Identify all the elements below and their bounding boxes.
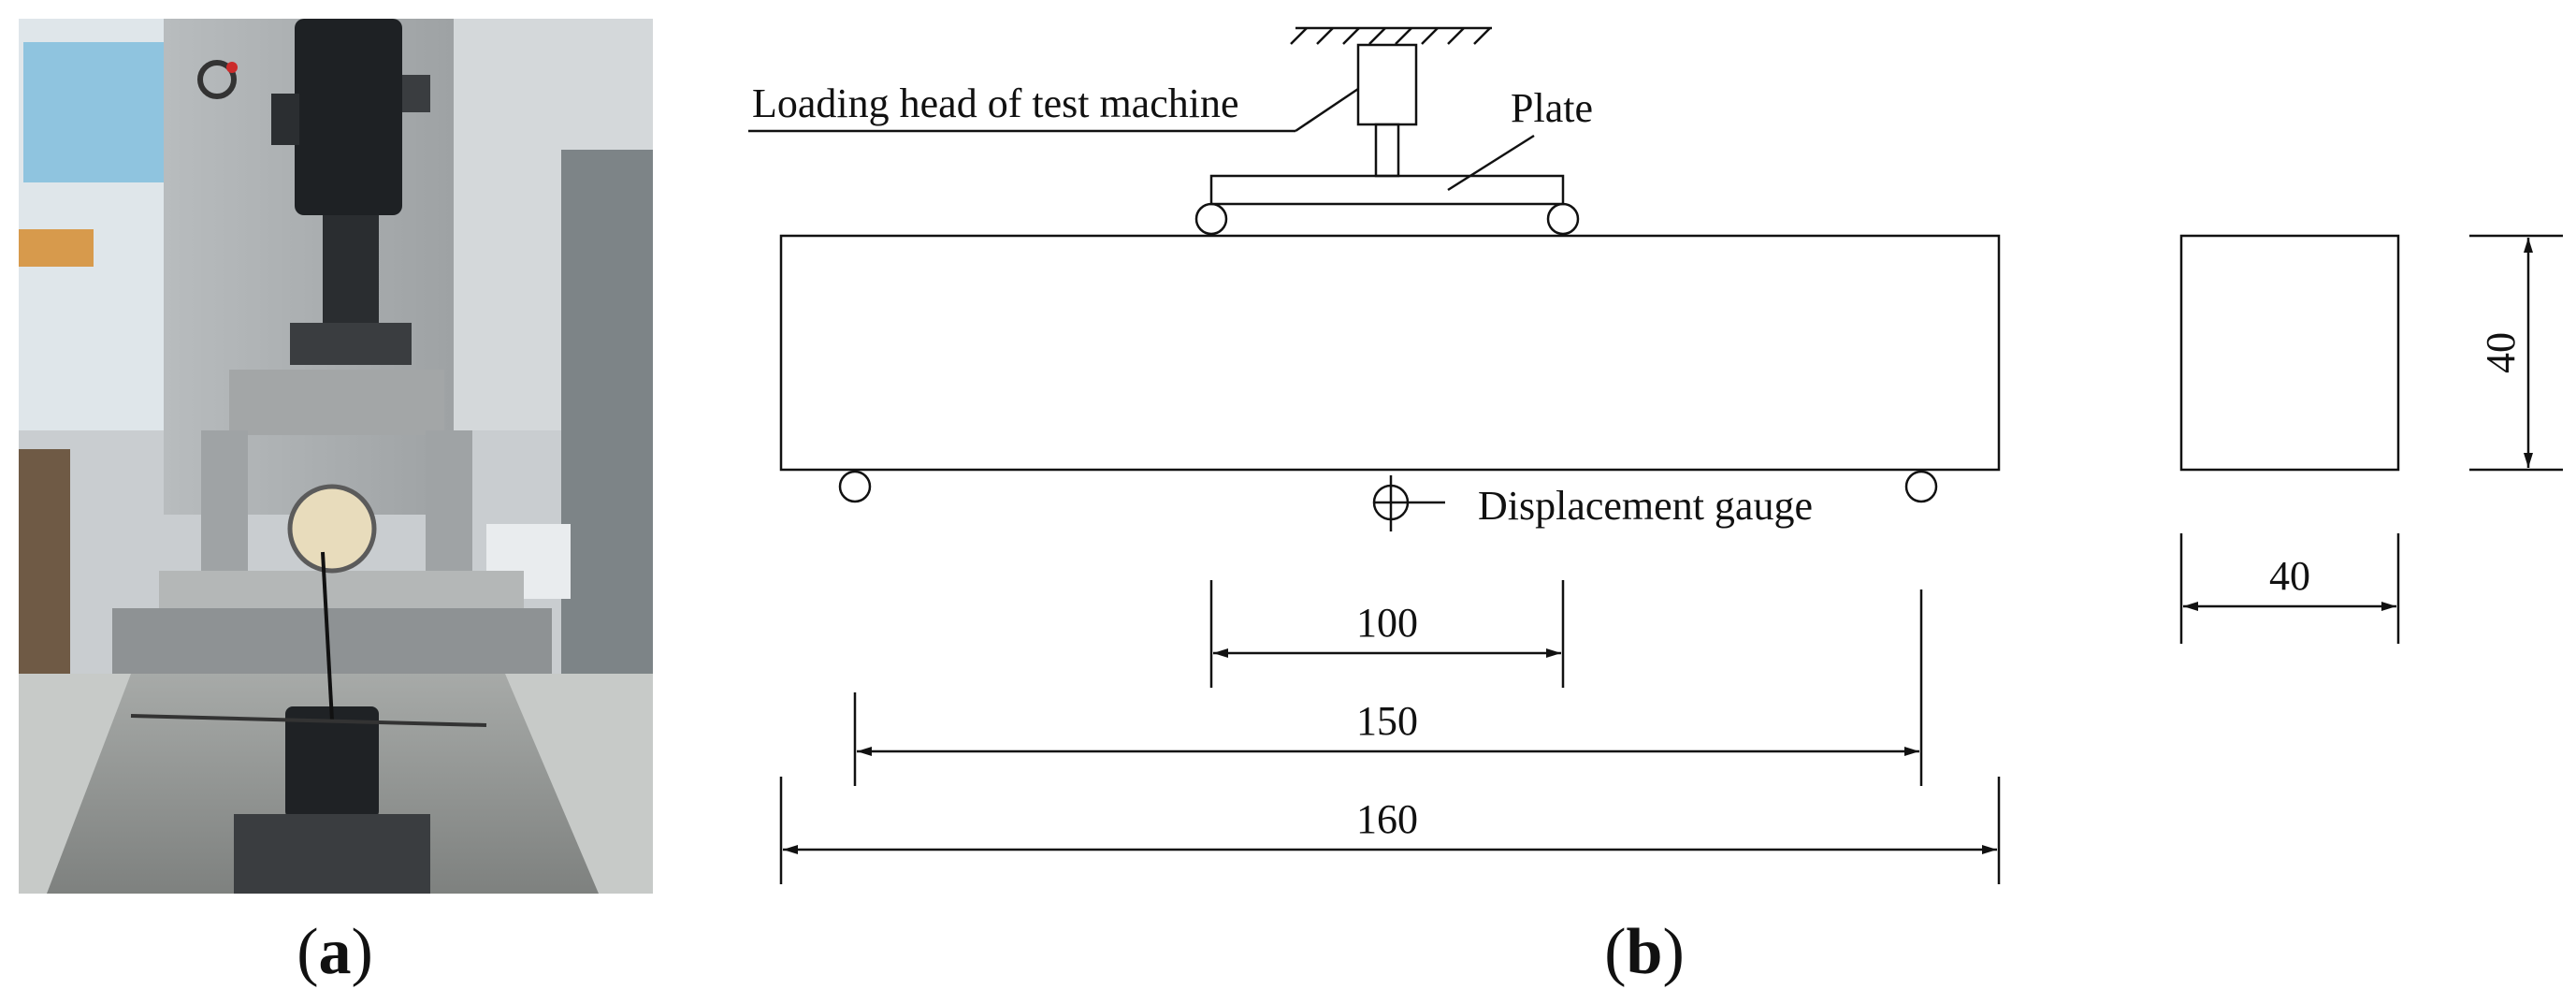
loading-head-rod (1374, 123, 1400, 178)
loading-head-block (1356, 43, 1418, 126)
hatch (1447, 27, 1465, 45)
loading-actuator (295, 19, 402, 215)
plate-label: Plate (1511, 85, 1593, 131)
actuator-handle (271, 94, 299, 145)
displacement-dial (287, 484, 377, 574)
hatch (1368, 27, 1386, 45)
lower-base (234, 814, 430, 894)
actuator-knob (402, 75, 430, 112)
loading-plate (229, 370, 444, 435)
hatch (1395, 27, 1412, 45)
section-width-label: 40 (2269, 553, 2310, 599)
clamp-bracket (290, 323, 412, 365)
panel-label-a: (a) (297, 916, 373, 988)
hatch (1421, 27, 1439, 45)
gauge-cable (321, 551, 334, 721)
support-roller-right (1904, 470, 1938, 503)
right-cabinet (561, 150, 653, 674)
beam-cross-section (2179, 234, 2400, 472)
base-block (112, 608, 552, 683)
hatch (1342, 27, 1360, 45)
loading-head-leader-diag (1295, 87, 1359, 133)
brand-logo (197, 60, 237, 99)
blue-poster (23, 42, 164, 182)
hatch (1316, 27, 1334, 45)
dim-160-label: 160 (1356, 796, 1418, 842)
table-edge-left (19, 674, 131, 894)
dim-100-label: 100 (1356, 600, 1418, 646)
lower-support (285, 706, 379, 819)
test-setup-photo (19, 19, 653, 894)
brand-logo-dot (226, 62, 238, 73)
panel-label-b: (b) (1604, 916, 1685, 988)
plate-leader (1447, 134, 1535, 192)
table-groove (130, 714, 487, 727)
displacement-gauge-label: Displacement gauge (1478, 483, 1813, 529)
table-edge-right (505, 674, 653, 894)
loading-head-label: Loading head of test machine (752, 80, 1238, 126)
hatch (1473, 27, 1491, 45)
dim-150-label: 150 (1356, 698, 1418, 744)
fixed-support (1290, 26, 1492, 45)
section-height-label: 40 (2478, 332, 2524, 373)
displacement-gauge-symbol (1372, 475, 1445, 531)
loading-roller-left (1194, 202, 1228, 236)
loading-roller-right (1546, 202, 1580, 236)
grip-jaw (323, 215, 379, 327)
left-shelf (19, 449, 70, 692)
loading-plate-drawing (1209, 174, 1565, 206)
schematic (748, 26, 2563, 884)
beam-elevation (779, 234, 2001, 472)
orange-sign (19, 229, 94, 267)
hatch (1290, 27, 1308, 45)
support-roller-left (838, 470, 872, 503)
